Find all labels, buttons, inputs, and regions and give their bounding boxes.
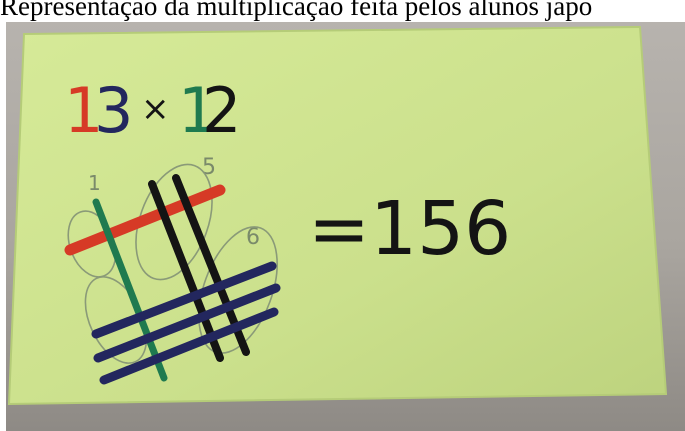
count-label-6: 6 [246, 225, 260, 250]
black-lines [148, 174, 250, 362]
digit-one-green: 1 [178, 74, 217, 147]
count-label-5: 5 [202, 155, 216, 180]
result-text: =156 [308, 186, 511, 272]
digit-one-red: 1 [64, 74, 103, 147]
navy-lines [91, 261, 281, 385]
digit-two: 2 [202, 74, 241, 147]
digit-three: 3 [94, 74, 133, 147]
photo: 1 3 × 1 2 1 5 6 [6, 22, 685, 431]
green-line [92, 198, 168, 382]
green-card [7, 25, 668, 406]
times-sign: × [141, 89, 170, 129]
count-label-1: 1 [88, 171, 101, 195]
red-line [64, 184, 226, 256]
card-photo: 1 3 × 1 2 1 5 6 [7, 25, 668, 406]
caption: Representação da multiplicação feita pel… [0, 0, 593, 21]
